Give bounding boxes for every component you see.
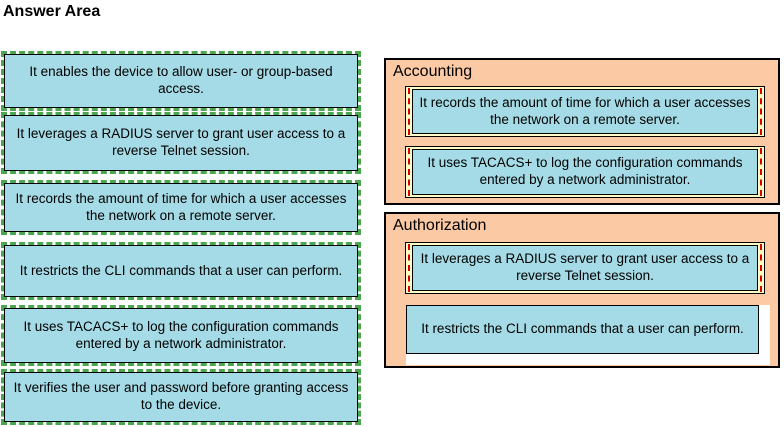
panel-label-accounting: Accounting <box>393 63 473 80</box>
dropped-token-tacacs-log[interactable]: It uses TACACS+ to log the configuration… <box>412 149 758 195</box>
drag-token-tacacs-log[interactable]: It uses TACACS+ to log the configuration… <box>4 308 358 363</box>
drag-token-records-time[interactable]: It records the amount of time for which … <box>4 183 358 232</box>
dropped-token-radius-telnet[interactable]: It leverages a RADIUS server to grant us… <box>412 245 758 291</box>
drag-source-slot-1: It enables the device to allow user- or … <box>1 51 361 111</box>
drag-source-slot-2: It leverages a RADIUS server to grant us… <box>1 112 361 174</box>
drag-token-user-group-access[interactable]: It enables the device to allow user- or … <box>4 54 358 108</box>
drop-slot-authorization-2[interactable]: It restricts the CLI commands that a use… <box>406 305 770 365</box>
drop-slot-authorization-1[interactable]: It leverages a RADIUS server to grant us… <box>405 242 765 294</box>
drag-token-radius-telnet[interactable]: It leverages a RADIUS server to grant us… <box>4 115 358 171</box>
panel-label-authorization: Authorization <box>393 217 487 234</box>
page-title: Answer Area <box>3 3 101 20</box>
drop-slot-accounting-1[interactable]: It records the amount of time for which … <box>405 86 765 137</box>
dropped-token-restricts-cli[interactable]: It restricts the CLI commands that a use… <box>406 305 759 354</box>
drag-source-slot-4: It restricts the CLI commands that a use… <box>1 242 361 300</box>
dropped-token-records-time[interactable]: It records the amount of time for which … <box>412 89 758 134</box>
drag-source-slot-5: It uses TACACS+ to log the configuration… <box>1 305 361 366</box>
drop-slot-accounting-2[interactable]: It uses TACACS+ to log the configuration… <box>405 146 765 198</box>
drag-token-restricts-cli[interactable]: It restricts the CLI commands that a use… <box>4 245 358 297</box>
drop-panel-authorization: Authorization It leverages a RADIUS serv… <box>384 212 780 368</box>
drag-source-slot-3: It records the amount of time for which … <box>1 180 361 235</box>
drop-panel-accounting: Accounting It records the amount of time… <box>384 58 780 205</box>
drag-token-verifies-password[interactable]: It verifies the user and password before… <box>4 372 358 422</box>
drag-source-slot-6: It verifies the user and password before… <box>1 369 361 425</box>
